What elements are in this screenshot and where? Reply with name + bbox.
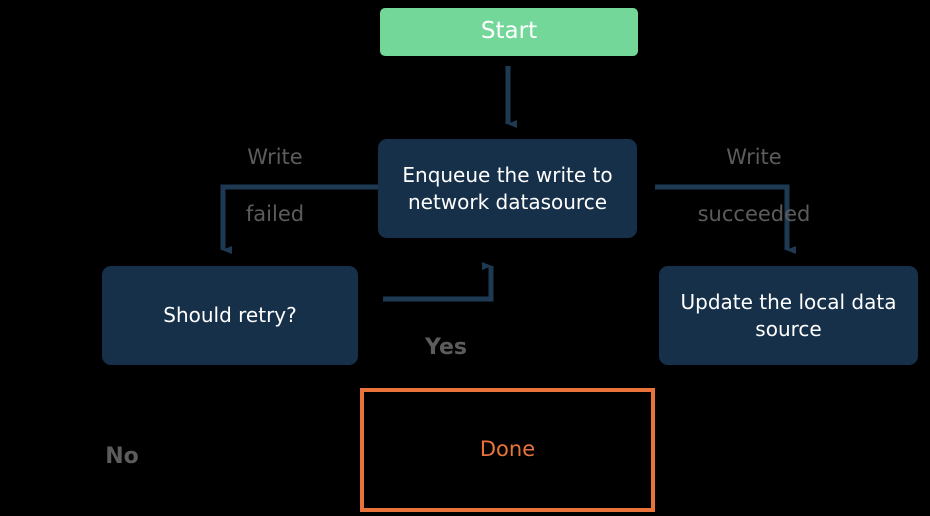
- node-update-line2: source: [755, 316, 822, 341]
- edge-label-write-succeeded-line1: Write: [726, 145, 782, 170]
- connector-should-retry-yes-to-enqueue: [383, 262, 494, 302]
- edge-label-write-succeeded-line2: succeeded: [697, 202, 811, 227]
- node-enqueue-write[interactable]: Enqueue the write to network datasource: [378, 139, 637, 238]
- node-should-retry[interactable]: Should retry?: [102, 266, 358, 365]
- node-enqueue-line1: Enqueue the write to: [402, 162, 613, 187]
- edge-label-yes: Yes: [425, 335, 467, 360]
- node-start-label: Start: [480, 18, 538, 45]
- node-update-label: Update the local data source: [681, 289, 897, 343]
- node-enqueue-label: Enqueue the write to network datasource: [402, 162, 612, 216]
- edge-label-write-failed-line1: Write: [247, 145, 303, 170]
- node-update-local-data-source[interactable]: Update the local data source: [659, 266, 918, 365]
- edge-label-write-failed: Write failed: [190, 115, 360, 228]
- node-start[interactable]: Start: [380, 8, 638, 56]
- node-should-retry-label: Should retry?: [163, 303, 297, 327]
- edge-label-no: No: [105, 444, 139, 469]
- node-enqueue-line2: network datasource: [407, 189, 608, 214]
- node-done[interactable]: Done: [360, 388, 655, 512]
- edge-label-write-failed-line2: failed: [245, 202, 305, 227]
- edge-label-write-succeeded: Write succeeded: [668, 115, 840, 228]
- node-update-line1: Update the local data: [680, 289, 897, 314]
- node-done-label: Done: [479, 437, 536, 462]
